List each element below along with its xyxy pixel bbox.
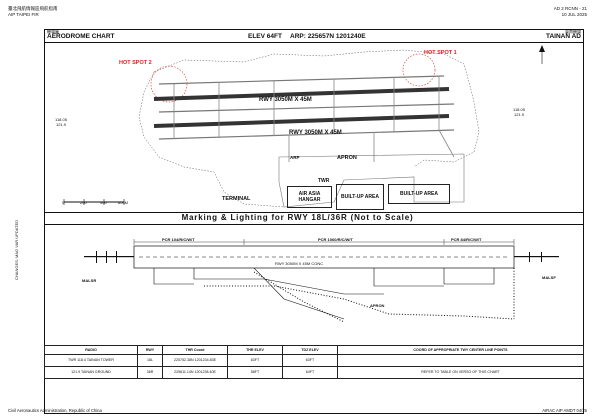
runway-north: [153, 87, 450, 101]
marking-diagram: [84, 239, 559, 323]
apron-outline: [278, 153, 465, 208]
side-note: CHANGES: MAG VAR UPDATED: [14, 219, 19, 280]
hot-spot-2-label: HOT SPOT 2: [119, 60, 152, 66]
malsf-label: MALSF: [542, 275, 556, 280]
row2-thr: 58FT: [227, 366, 283, 379]
runway-south: [153, 114, 450, 128]
effective-date: 10 JUL 2025: [561, 11, 587, 17]
arp-coordinates: ARP: 225657N 1201240E: [290, 33, 366, 40]
header-tdz-elev: TDZ ELEV: [282, 345, 338, 355]
pcr-mid: PCR 1060/R/C/W/T: [318, 237, 353, 242]
runway-south-label: RWY 3050M X 45M: [289, 130, 342, 136]
connector-taxiways: [173, 76, 455, 162]
taxiway-middle: [158, 103, 455, 113]
freq-right: 118.05 121.9: [513, 107, 525, 117]
tainan-ad-title: TAINAN AD: [545, 33, 581, 40]
hot-spot-1-circle: [402, 53, 436, 87]
taxiway-north: [158, 75, 445, 85]
dimension-lines: [133, 239, 515, 245]
marking-lighting-title: Marking & Lighting for RWY 18L/36R (Not …: [181, 213, 414, 222]
aerodrome-chart-title: AERODROME CHART: [47, 33, 115, 40]
malsr-label: MALSR: [82, 278, 97, 283]
section-divider: [44, 212, 584, 213]
boundary-north: [153, 49, 480, 168]
title-left: 機場圖 AERODROME CHART: [47, 29, 115, 40]
arp-label: ARP: [290, 155, 300, 160]
row2-radio: 121.9 TAINAN GROUND: [44, 366, 138, 379]
terminal-label: TERMINAL: [222, 196, 251, 202]
header-left-en: AIP TAIPEI FIR: [8, 11, 39, 17]
marking-taxiways: [153, 267, 495, 320]
hot-spot-2-circle: [150, 65, 188, 103]
freq-left: 118.05 121.9: [55, 117, 67, 127]
approach-lights-right: [514, 252, 559, 262]
header-rwy: RWY: [137, 345, 163, 355]
header-coord-note: COORD OF APPROPRIATE TWY CENTER LINE POI…: [337, 345, 584, 355]
marking-title-divider: [44, 224, 584, 225]
twr-label: TWR: [318, 178, 330, 184]
aerodrome-map: [63, 45, 545, 208]
row1-thr: 63FT: [227, 354, 283, 367]
row1-radio: TWR 118.4 TAINAN TOWER: [44, 354, 138, 367]
scale-label-0: 0: [62, 200, 65, 205]
table-row: 121.9 TAINAN GROUND 36R 225611.14N 12012…: [44, 366, 584, 379]
hot-spot-1-label: HOT SPOT 1: [424, 50, 457, 56]
header-thr-elev: THR ELEV: [227, 345, 283, 355]
header-thr-coord: THR Coord: [162, 345, 228, 355]
row2-tdz: 64FT: [282, 366, 338, 379]
edge-lights-2: [204, 285, 515, 320]
page-number: AD 2 RCNN - 21: [553, 6, 587, 11]
taxiway-south: [158, 129, 455, 140]
row1-coord: 225752.38N 1201234.83E: [162, 354, 228, 367]
header-left: 臺北飛航情報區飛航指南 AIP TAIPEI FIR: [8, 6, 58, 17]
built-up-area-2: BUILT-UP AREA: [388, 184, 450, 204]
runway-center-label: RWY 3050M X 45M CONC: [275, 261, 324, 266]
chart-frame: [44, 29, 584, 414]
footer-left: Civil Aeronautics Administration, Republ…: [8, 408, 102, 413]
title-divider: [44, 42, 584, 43]
runway-north-label: RWY 3050M X 45M: [259, 97, 312, 103]
built-up-area-1: BUILT-UP AREA: [336, 184, 384, 210]
air-asia-hangar: AIR ASIA HANGAR: [287, 186, 332, 208]
header-radio: RADIO: [44, 345, 138, 355]
row1-rwy: 18L: [137, 354, 163, 367]
scale-label-600: 600M: [118, 200, 129, 205]
scale-label-200: 200: [80, 200, 87, 205]
scale-bar: [63, 199, 125, 205]
elevation: ELEV 64FT: [248, 33, 282, 40]
row1-tdz: 63FT: [282, 354, 338, 367]
title-zh-right: 臺南機場: [565, 29, 581, 34]
title-right: 臺南機場 TAINAN AD: [545, 29, 581, 40]
table-row: TWR 118.4 TAINAN TOWER 18L 225752.38N 12…: [44, 354, 584, 367]
data-table: RADIO RWY THR Coord THR ELEV TDZ ELEV CO…: [44, 345, 584, 379]
scale-label-400: 400: [100, 200, 107, 205]
pcr-right: PCR 84/R/C/W/T: [451, 237, 482, 242]
row1-note: [337, 354, 584, 367]
footer-right: AIRAC AIP AMDT 04/25: [542, 408, 587, 413]
row2-rwy: 36R: [137, 366, 163, 379]
row2-note: REFER TO TABLE ON VERSO OF THIS CHART: [337, 366, 584, 379]
apron-label: APRON: [337, 155, 357, 161]
approach-lights-left: [84, 251, 134, 263]
row2-coord: 225611.14N 1201238.40E: [162, 366, 228, 379]
header-right: AD 2 RCNN - 21 10 JUL 2025: [554, 6, 587, 17]
pcr-left: PCR 104/R/C/W/T: [162, 237, 195, 242]
header-left-zh: 臺北飛航情報區飛航指南: [8, 6, 58, 11]
title-zh-left: 機場圖: [47, 29, 59, 34]
marking-apron-label: APRON: [370, 303, 385, 308]
north-arrow: [539, 45, 545, 64]
table-header: RADIO RWY THR Coord THR ELEV TDZ ELEV CO…: [44, 345, 584, 355]
